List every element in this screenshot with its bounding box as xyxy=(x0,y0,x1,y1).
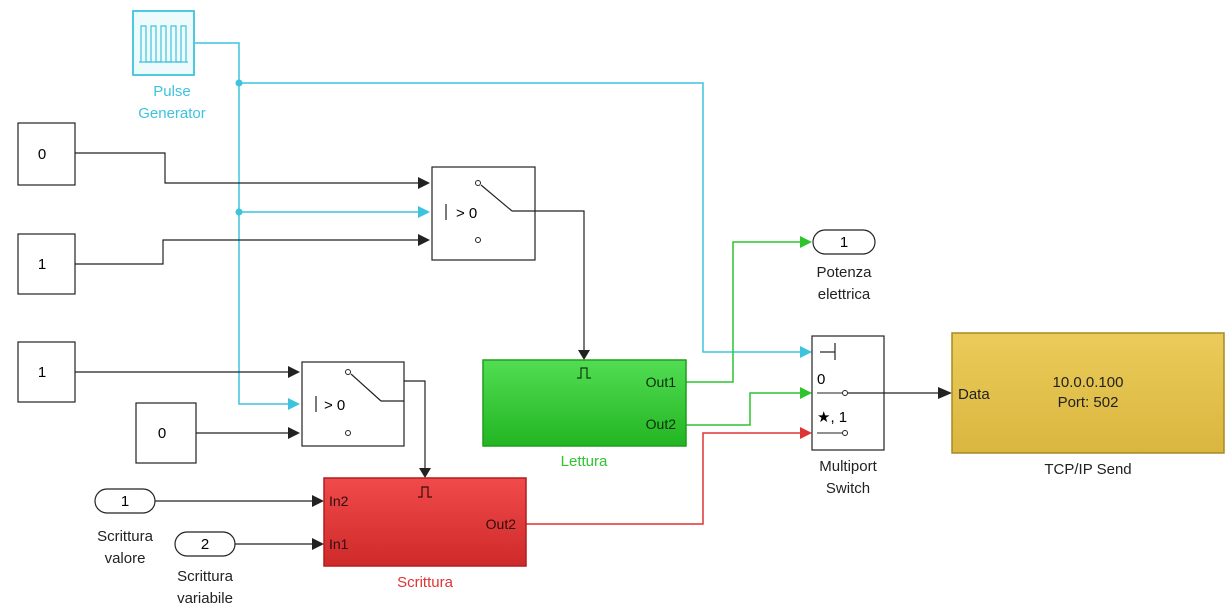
arrow-into-multiport-control xyxy=(800,346,812,358)
signal-black-lines xyxy=(75,152,938,545)
tcpip-send-caption: TCP/IP Send xyxy=(1044,461,1132,478)
signal-green-lines xyxy=(686,241,800,426)
tcpip-send-block[interactable]: Data 10.0.0.100 Port: 502 xyxy=(951,332,1225,454)
outport-1-caption: Potenza elettrica xyxy=(816,264,872,303)
arrow-into-switch-top-in1 xyxy=(418,177,430,189)
pulse-generator-label: Pulse Generator xyxy=(138,83,206,122)
constant-value-4: 0 xyxy=(158,425,166,442)
signal-branch-dots xyxy=(235,79,243,216)
constant-value-2: 1 xyxy=(38,256,46,273)
inport-1-caption: Scrittura valore xyxy=(97,528,153,567)
constant-block-2[interactable] xyxy=(17,233,76,295)
scrittura-out2-label: Out2 xyxy=(486,516,517,532)
arrow-into-switch-top-in3 xyxy=(418,234,430,246)
arrow-into-scrittura-in2 xyxy=(312,495,324,507)
switch-bottom-block[interactable]: > 0 xyxy=(301,361,405,447)
constant-block-3[interactable] xyxy=(17,341,76,403)
inport-2-caption: Scrittura variabile xyxy=(177,568,233,607)
switch-bottom-criterion: > 0 xyxy=(324,397,345,414)
scrittura-in2-label: In2 xyxy=(329,493,349,509)
switch-top-criterion: > 0 xyxy=(456,205,477,222)
pulse-trigger-icon xyxy=(418,486,432,498)
switch-top-block[interactable]: > 0 xyxy=(431,166,536,261)
lettura-caption: Lettura xyxy=(560,453,608,470)
tcpip-ip-address: 10.0.0.100 xyxy=(1053,374,1124,391)
arrow-into-scrittura-in1 xyxy=(312,538,324,550)
pulse-train-icon xyxy=(139,25,188,63)
lettura-out1-label: Out1 xyxy=(646,374,677,390)
inport-2-number: 2 xyxy=(201,536,209,553)
arrow-into-outport-1 xyxy=(800,236,812,248)
multiport-switch-block[interactable]: 0 ★, 1 xyxy=(811,335,885,451)
outport-1-block[interactable]: 1 xyxy=(812,229,876,255)
arrow-into-scrittura-trigger xyxy=(419,468,431,478)
arrow-into-switch-bottom-in1 xyxy=(288,366,300,378)
arrow-into-tcpip-data xyxy=(938,387,952,399)
inport-2-block[interactable]: 2 xyxy=(174,531,236,557)
tcpip-data-port-label: Data xyxy=(958,386,990,403)
constant-block-4[interactable] xyxy=(135,402,197,464)
arrow-into-lettura-trigger xyxy=(578,350,590,360)
arrow-into-switch-top-control xyxy=(418,206,430,218)
lettura-subsystem-block[interactable]: Out1 Out2 xyxy=(482,359,687,447)
multiport-port-default-label: ★, 1 xyxy=(817,409,847,426)
scrittura-subsystem-block[interactable]: In2 In1 Out2 xyxy=(323,477,527,567)
arrow-into-multiport-in1 xyxy=(800,427,812,439)
inport-1-number: 1 xyxy=(121,493,129,510)
multiport-switch-caption: Multiport Switch xyxy=(819,458,877,497)
multiport-port-0-label: 0 xyxy=(817,371,825,388)
signal-red-line xyxy=(526,432,800,525)
scrittura-caption: Scrittura xyxy=(397,574,453,591)
arrow-into-multiport-in0 xyxy=(800,387,812,399)
arrow-into-switch-bottom-control xyxy=(288,398,300,410)
arrow-into-switch-bottom-in3 xyxy=(288,427,300,439)
constant-block-1[interactable] xyxy=(17,122,76,186)
constant-value-1: 0 xyxy=(38,146,46,163)
outport-1-number: 1 xyxy=(840,234,848,251)
inport-1-block[interactable]: 1 xyxy=(94,488,156,514)
pulse-generator-block[interactable] xyxy=(132,10,195,76)
constant-value-3: 1 xyxy=(38,364,46,381)
tcpip-port-number: Port: 502 xyxy=(1058,394,1119,411)
pulse-trigger-icon xyxy=(577,367,591,379)
signal-pulse-main xyxy=(195,42,800,405)
scrittura-in1-label: In1 xyxy=(329,536,349,552)
lettura-out2-label: Out2 xyxy=(646,416,677,432)
